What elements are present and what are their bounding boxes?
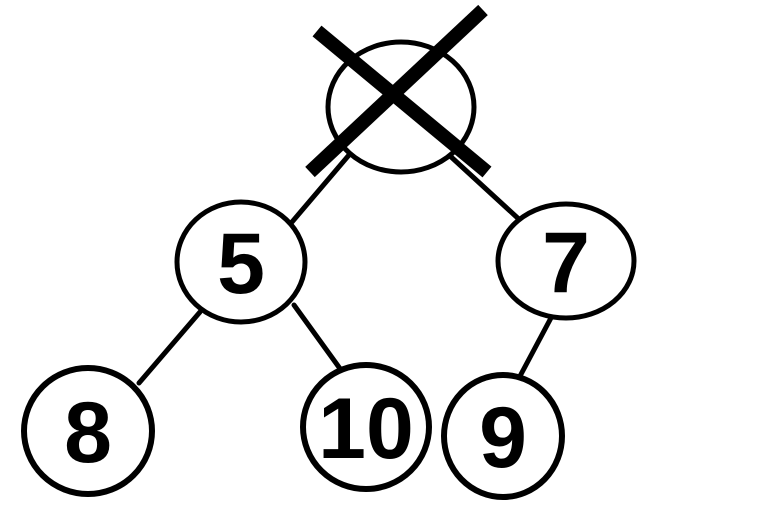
tree-edge-7-to-9 (516, 313, 555, 381)
tree-edge-root-to-5 (289, 152, 352, 225)
tree-node-n10[interactable]: 10 (300, 362, 432, 492)
node-circle-n7[interactable] (495, 201, 637, 321)
tree-edge-5-to-10 (291, 302, 344, 373)
strike-up-icon (305, 4, 488, 178)
tree-edge-5-to-8 (136, 309, 203, 386)
node-circle-n10[interactable] (300, 362, 432, 492)
node-label-n7: 7 (542, 215, 590, 311)
tree-node-n7[interactable]: 7 (495, 201, 637, 321)
strike-down-icon (312, 25, 492, 178)
edges-group (136, 152, 555, 386)
node-label-n9: 9 (479, 390, 527, 486)
node-circle-n9[interactable] (441, 372, 565, 500)
node-label-n8: 8 (64, 385, 112, 481)
strike-through-mark (305, 4, 492, 178)
node-label-n10: 10 (318, 381, 414, 477)
tree-node-n5[interactable]: 5 (174, 199, 308, 325)
node-label-n5: 5 (217, 216, 265, 312)
tree-node-n8[interactable]: 8 (21, 365, 155, 497)
nodes-group: 5 7 8 10 9 (21, 39, 637, 500)
tree-node-n9[interactable]: 9 (441, 372, 565, 500)
node-circle-n8[interactable] (21, 365, 155, 497)
node-circle-n5[interactable] (174, 199, 308, 325)
tree-edge-root-to-7 (446, 152, 525, 225)
